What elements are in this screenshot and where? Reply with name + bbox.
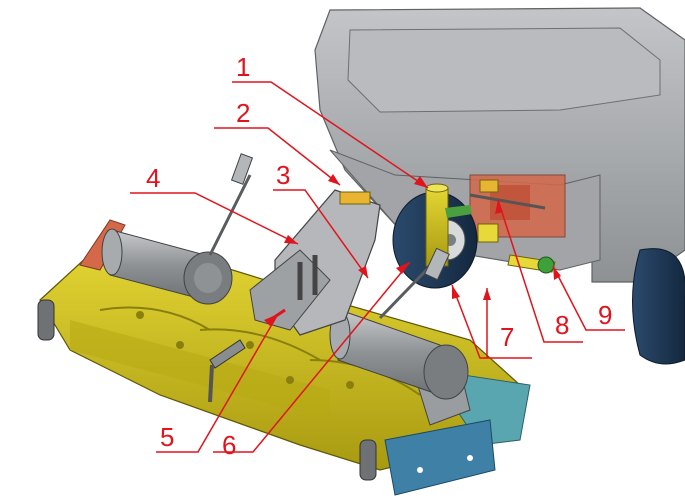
callout-number-4: 4	[146, 163, 160, 193]
rear-wheel	[632, 248, 685, 365]
arrowhead-8	[495, 200, 503, 214]
leader-7a	[451, 284, 532, 359]
arrowhead-1	[414, 176, 428, 188]
lift-cylinder	[425, 179, 556, 274]
leader-5	[156, 313, 279, 453]
callout-number-1: 1	[236, 52, 250, 82]
arrowhead-7b	[483, 288, 491, 300]
arrowhead-4	[284, 235, 298, 244]
leader-2	[214, 127, 341, 186]
arrowhead-3	[358, 266, 368, 278]
lift-bracket	[208, 189, 381, 403]
leader-4	[130, 192, 299, 245]
leader-6	[213, 261, 411, 453]
leader-9	[552, 265, 625, 331]
leader-1	[232, 81, 429, 189]
callout-number-6: 6	[222, 430, 236, 460]
leader-8	[497, 199, 583, 343]
arrowhead-6	[396, 262, 410, 274]
callout-arrowheads	[264, 174, 561, 326]
callout-number-2: 2	[236, 98, 250, 128]
callout-number-9: 9	[598, 300, 612, 330]
callout-number-3: 3	[276, 160, 290, 190]
leader-3	[273, 189, 369, 279]
arrowhead-7a	[452, 285, 460, 299]
callout-number-8: 8	[555, 310, 569, 340]
arrowhead-2	[328, 174, 340, 185]
arrowhead-9	[553, 266, 561, 280]
callout-number-5: 5	[160, 422, 174, 452]
brush-motor-left	[101, 153, 254, 305]
arrowhead-5	[264, 314, 278, 326]
callout-number-7: 7	[500, 322, 514, 352]
callout-numbers: 1 2 3 4 5 6 7 8 9	[146, 52, 612, 460]
